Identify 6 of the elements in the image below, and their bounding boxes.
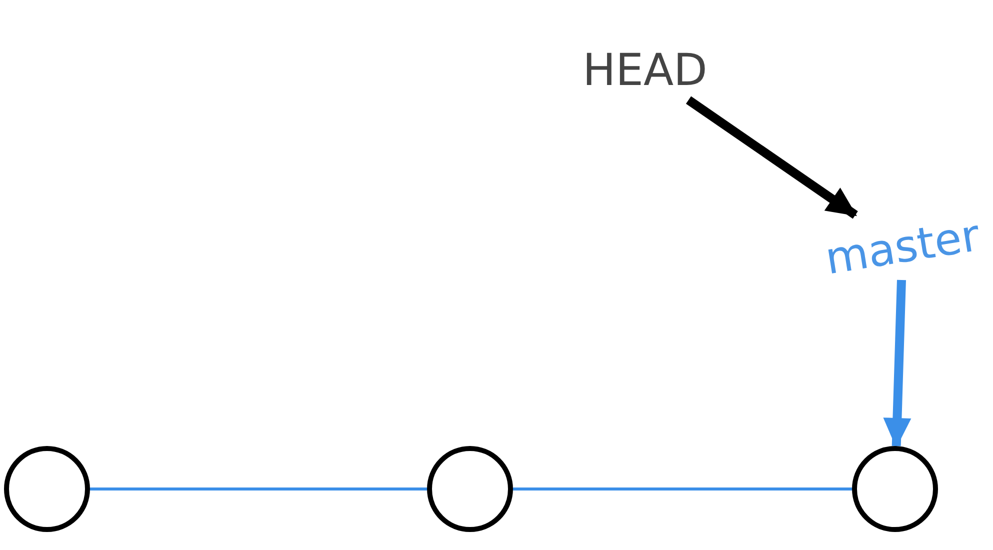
arrow: [686, 96, 858, 219]
connector-line: [90, 488, 427, 490]
connector-line: [513, 488, 852, 490]
arrow: [883, 280, 912, 448]
pointer-label: master: [811, 202, 993, 294]
pointer-label: HEAD: [570, 40, 720, 100]
